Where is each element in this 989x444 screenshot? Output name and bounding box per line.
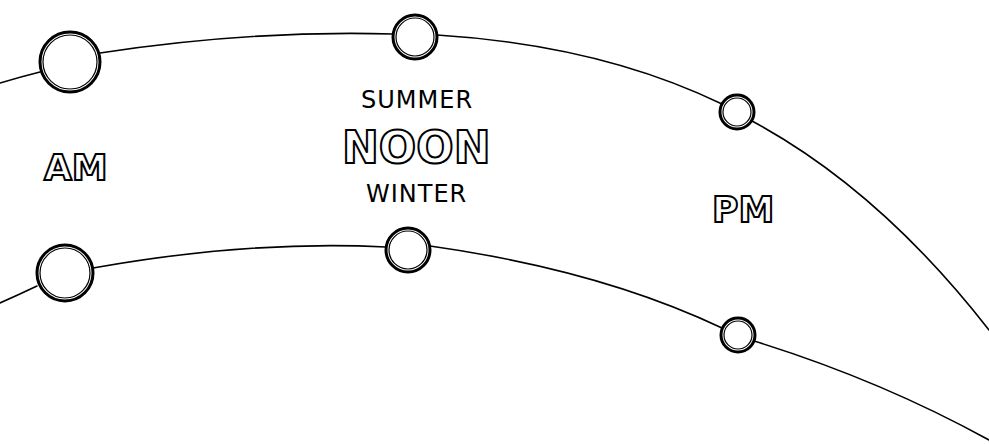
winter-arc [0, 246, 989, 440]
summer-arc [0, 33, 989, 330]
season-label: SUMMER [361, 87, 473, 113]
season-label: WINTER [366, 181, 467, 207]
time-label: AM [44, 148, 108, 188]
time-label: PM [712, 190, 774, 230]
sun-positions [37, 15, 755, 352]
time-label: NOON [342, 124, 490, 172]
